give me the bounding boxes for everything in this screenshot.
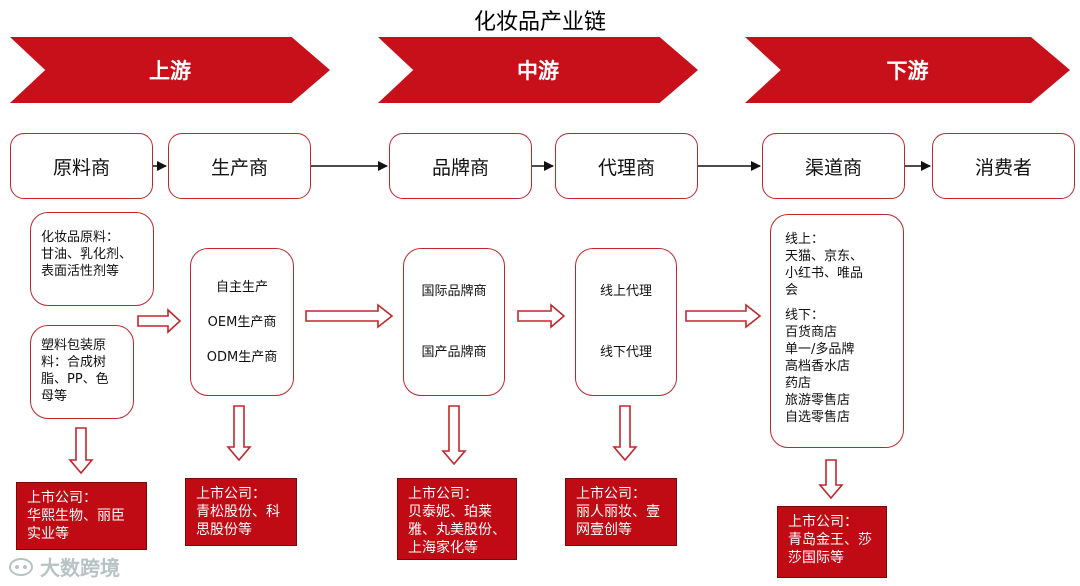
- listed-line: 上市公司：: [196, 486, 266, 502]
- listed-raw-material: 上市公司： 华熙生物、丽臣 实业等: [16, 482, 147, 550]
- banner-upstream: 上游: [10, 37, 330, 103]
- banner-downstream: 下游: [745, 37, 1070, 103]
- banner-midstream: 中游: [378, 37, 698, 103]
- producer-type-line: 自主生产: [215, 279, 268, 295]
- stage-channel-label: 渠道商: [804, 156, 862, 179]
- channel-line: 自选零售店: [785, 410, 851, 425]
- listed-line: 莎国际等: [788, 550, 844, 566]
- raw-cosmetic-box: 化妆品原料： 甘油、乳化剂、 表面活性剂等: [30, 212, 154, 306]
- channel-line: 高档香水店: [785, 359, 851, 374]
- hollow-right-arrow-3: [517, 303, 566, 329]
- stage-raw-material-label: 原料商: [52, 156, 110, 179]
- stage-raw-material: 原料商: [10, 133, 153, 199]
- listed-brand: 上市公司： 贝泰妮、珀莱 雅、丸美股份、 上海家化等: [397, 478, 517, 560]
- listed-line: 上市公司：: [408, 486, 478, 502]
- raw-plastic-line: 脂、PP、色: [41, 372, 109, 387]
- stage-consumer: 消费者: [932, 133, 1075, 199]
- listed-line: 雅、丸美股份、: [408, 522, 506, 538]
- listed-channel: 上市公司： 青岛金王、莎 莎国际等: [777, 506, 887, 578]
- stage-agent-label: 代理商: [597, 156, 655, 179]
- listed-line: 丽人丽妆、壹: [576, 504, 660, 520]
- banner-downstream-label: 下游: [886, 59, 929, 83]
- agent-type-line: 线下代理: [599, 345, 652, 360]
- watermark-logo-icon: [9, 557, 33, 576]
- stage-producer: 生产商: [168, 133, 311, 199]
- agent-types-box: 线上代理 线下代理: [575, 248, 677, 396]
- listed-line: 上市公司：: [27, 490, 97, 506]
- channel-line: 天猫、京东、: [785, 249, 864, 264]
- banner-upstream-label: 上游: [149, 59, 191, 83]
- raw-cosmetic-line: 甘油、乳化剂、: [41, 247, 133, 262]
- raw-plastic-line: 塑料包装原: [41, 338, 107, 353]
- stage-agent: 代理商: [555, 133, 698, 199]
- hollow-down-arrow-1: [68, 427, 94, 475]
- producer-type-line: OEM生产商: [207, 314, 277, 330]
- channel-line: 旅游零售店: [785, 393, 851, 408]
- hollow-right-arrow-1: [137, 308, 182, 334]
- stage-brand-label: 品牌商: [431, 156, 489, 179]
- listed-line: 思股份等: [196, 522, 252, 538]
- agent-type-line: 线上代理: [599, 284, 652, 299]
- listed-line: 上市公司：: [576, 486, 646, 502]
- listed-line: 上市公司：: [788, 514, 858, 530]
- listed-line: 网壹创等: [576, 522, 632, 538]
- listed-producer: 上市公司： 青松股份、科 思股份等: [185, 478, 297, 546]
- listed-line: 贝泰妮、珀莱: [408, 504, 492, 520]
- brand-types-box: 国际品牌商 国产品牌商: [403, 248, 505, 396]
- producer-type-line: ODM生产商: [206, 349, 278, 365]
- listed-line: 华熙生物、丽臣: [27, 508, 125, 524]
- diagram-title: 化妆品产业链: [473, 10, 606, 35]
- raw-plastic-line: 母等: [41, 389, 68, 404]
- brand-type-line: 国际品牌商: [421, 284, 487, 299]
- raw-cosmetic-line: 表面活性剂等: [41, 264, 120, 279]
- hollow-right-arrow-4: [685, 303, 762, 329]
- stage-producer-label: 生产商: [210, 156, 268, 179]
- banner-midstream-label: 中游: [517, 59, 559, 83]
- hollow-down-arrow-2: [226, 405, 252, 462]
- hollow-down-arrow-3: [441, 405, 467, 466]
- stage-consumer-label: 消费者: [974, 156, 1032, 179]
- stage-channel: 渠道商: [762, 133, 905, 199]
- listed-agent: 上市公司： 丽人丽妆、壹 网壹创等: [565, 478, 677, 546]
- listed-line: 青岛金王、莎: [788, 532, 872, 548]
- stage-brand: 品牌商: [389, 133, 532, 199]
- channel-line: 小红书、唯品: [785, 266, 864, 281]
- listed-line: 实业等: [27, 526, 69, 542]
- channel-line: 线下：: [785, 308, 825, 323]
- watermark: 大数跨境: [8, 552, 120, 581]
- watermark-text: 大数跨境: [40, 556, 120, 580]
- channel-line: 百货商店: [785, 325, 838, 340]
- channel-types-box: 线上： 天猫、京东、 小红书、唯品 会 线下： 百货商店 单一/多品牌 高档香水…: [770, 214, 904, 448]
- listed-line: 青松股份、科: [196, 504, 280, 520]
- hollow-down-arrow-4: [612, 405, 638, 462]
- raw-cosmetic-line: 化妆品原料：: [41, 230, 120, 245]
- channel-line: 会: [785, 283, 799, 298]
- hollow-right-arrow-2: [305, 303, 394, 329]
- raw-plastic-box: 塑料包装原 料：合成树 脂、PP、色 母等: [30, 325, 134, 419]
- hollow-down-arrow-5: [818, 459, 844, 500]
- channel-line: 线上：: [785, 232, 825, 247]
- channel-line: 单一/多品牌: [785, 342, 855, 357]
- channel-line: 药店: [785, 376, 812, 391]
- brand-type-line: 国产品牌商: [421, 345, 487, 360]
- listed-line: 上海家化等: [408, 540, 478, 556]
- producer-types-box: 自主生产 OEM生产商 ODM生产商: [190, 248, 294, 396]
- raw-plastic-line: 料：合成树: [41, 355, 107, 370]
